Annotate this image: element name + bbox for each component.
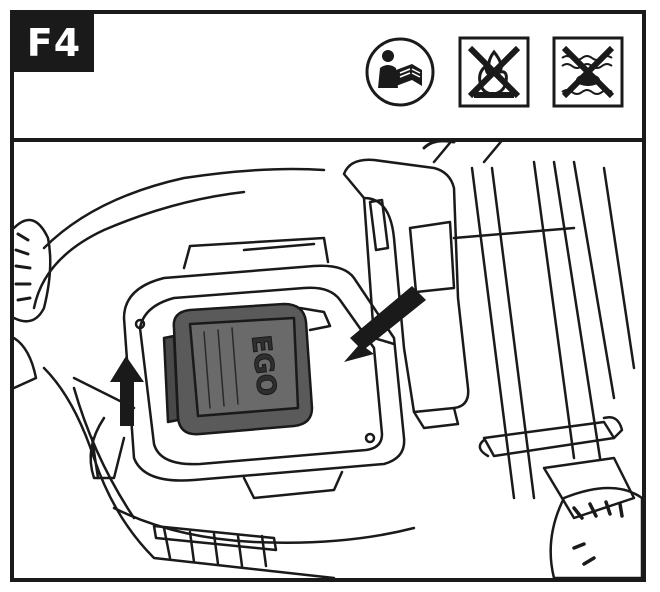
- figure-header: F4: [14, 14, 642, 142]
- mower-handle: [432, 138, 636, 520]
- left-wheel: [14, 218, 52, 390]
- no-fire-icon: [458, 36, 530, 108]
- battery-compartment: [122, 236, 406, 500]
- battery-brand-text: EGO: [245, 334, 281, 398]
- battery-cover-lid: [342, 158, 470, 430]
- figure-label: F4: [14, 14, 94, 72]
- mower-battery-drawing: EGO: [14, 138, 642, 578]
- read-manual-icon: [365, 37, 435, 107]
- lift-arrow: [110, 356, 144, 426]
- figure-frame: F4: [10, 10, 646, 582]
- no-water-icon: [552, 36, 624, 108]
- safety-icons: [364, 36, 624, 108]
- battery-pack: [162, 302, 332, 436]
- right-wheel: [422, 139, 642, 578]
- mower-deck: [32, 167, 416, 578]
- insert-arrow: [344, 286, 426, 362]
